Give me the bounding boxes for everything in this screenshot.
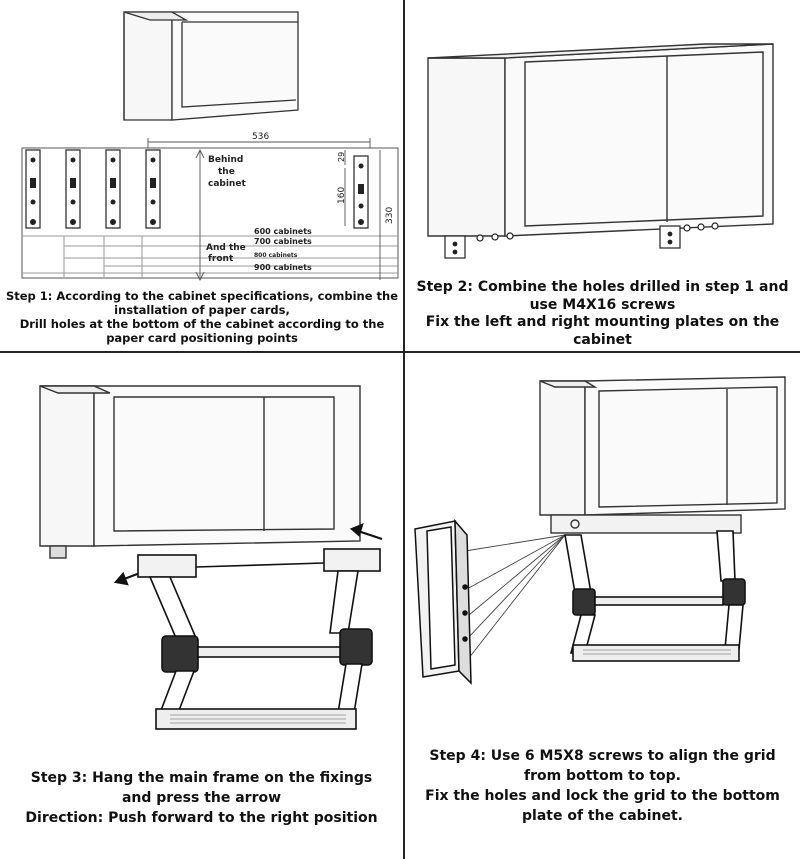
step2-mounting-plates <box>444 222 719 259</box>
step4-caption: Step 4: Use 6 M5X8 screws to align the g… <box>425 748 780 824</box>
step1-panel: 536 29 160 330 Behind the cabinet And th… <box>0 0 403 351</box>
step1-dimensions <box>147 138 381 282</box>
step4-cabinet <box>539 376 786 534</box>
label-behind: Behind <box>208 155 243 165</box>
step3-caption: Step 3: Hang the main frame on the fixin… <box>25 770 378 826</box>
label-700: 700 cabinets <box>254 237 312 246</box>
step2-diagram <box>427 43 774 259</box>
step2-panel: Step 2: Combine the holes drilled in ste… <box>405 0 800 351</box>
dim-536: 536 <box>252 132 269 142</box>
label-800: 800 cabinets <box>254 252 298 259</box>
step3-push-arrows <box>113 523 383 586</box>
step2-cabinet <box>427 43 774 237</box>
step3-panel: Step 3: Hang the main frame on the fixin… <box>0 353 403 859</box>
vertical-divider <box>403 0 405 859</box>
step4-guide-lines <box>464 534 566 664</box>
step3-cabinet <box>39 385 361 559</box>
step1-paper-card <box>21 147 399 279</box>
dim-29: 29 <box>337 152 346 162</box>
dim-330: 330 <box>385 207 395 224</box>
step4-grid-panel <box>414 518 472 685</box>
dim-160: 160 <box>337 187 347 204</box>
step3-lift-frame <box>137 548 381 730</box>
step3-diagram <box>39 385 383 730</box>
step4-lift-frame <box>564 530 746 662</box>
step4-panel: Step 4: Use 6 M5X8 screws to align the g… <box>405 353 800 859</box>
step2-caption: Step 2: Combine the holes drilled in ste… <box>416 279 789 348</box>
label-900: 900 cabinets <box>254 263 312 272</box>
label-front: front <box>208 254 234 264</box>
step4-diagram <box>414 376 786 685</box>
step1-caption: Step 1: According to the cabinet specifi… <box>5 289 399 345</box>
label-600: 600 cabinets <box>254 227 312 236</box>
label-the: the <box>218 167 235 177</box>
label-cabinet: cabinet <box>208 179 246 189</box>
horizontal-divider <box>0 351 800 353</box>
label-and-the: And the <box>206 243 246 253</box>
step1-brackets <box>25 149 369 229</box>
step1-diagram: 536 29 160 330 Behind the cabinet And th… <box>21 11 399 282</box>
step1-cabinet <box>123 11 299 121</box>
